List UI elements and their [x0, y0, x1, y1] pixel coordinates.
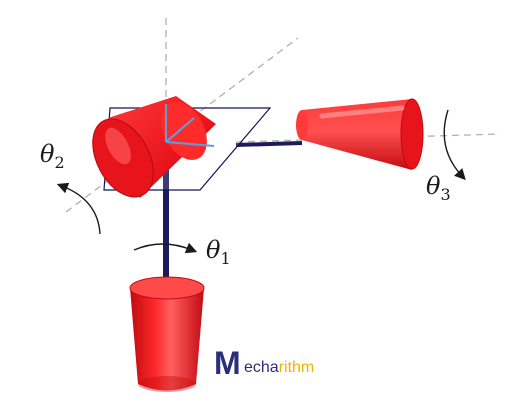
logo-wordmark: echarithm — [244, 359, 314, 376]
base-cylinder — [129, 276, 205, 392]
theta2-label: θ2 — [40, 140, 65, 172]
rotation-arrow-icon — [56, 182, 101, 235]
vertical-rod — [163, 150, 169, 285]
horizontal-rod — [235, 141, 303, 147]
rotation-arrow-icon — [133, 242, 198, 254]
link-rods — [163, 141, 303, 285]
rotation-arrow-icon — [443, 109, 466, 181]
logo-mark: M — [214, 345, 241, 381]
theta1-label: θ1 — [206, 236, 231, 268]
mecharithm-logo: M echarithm — [214, 345, 314, 381]
frame-axes — [165, 104, 215, 147]
theta3-label: θ3 — [426, 172, 451, 204]
right-cylinder — [296, 98, 424, 170]
